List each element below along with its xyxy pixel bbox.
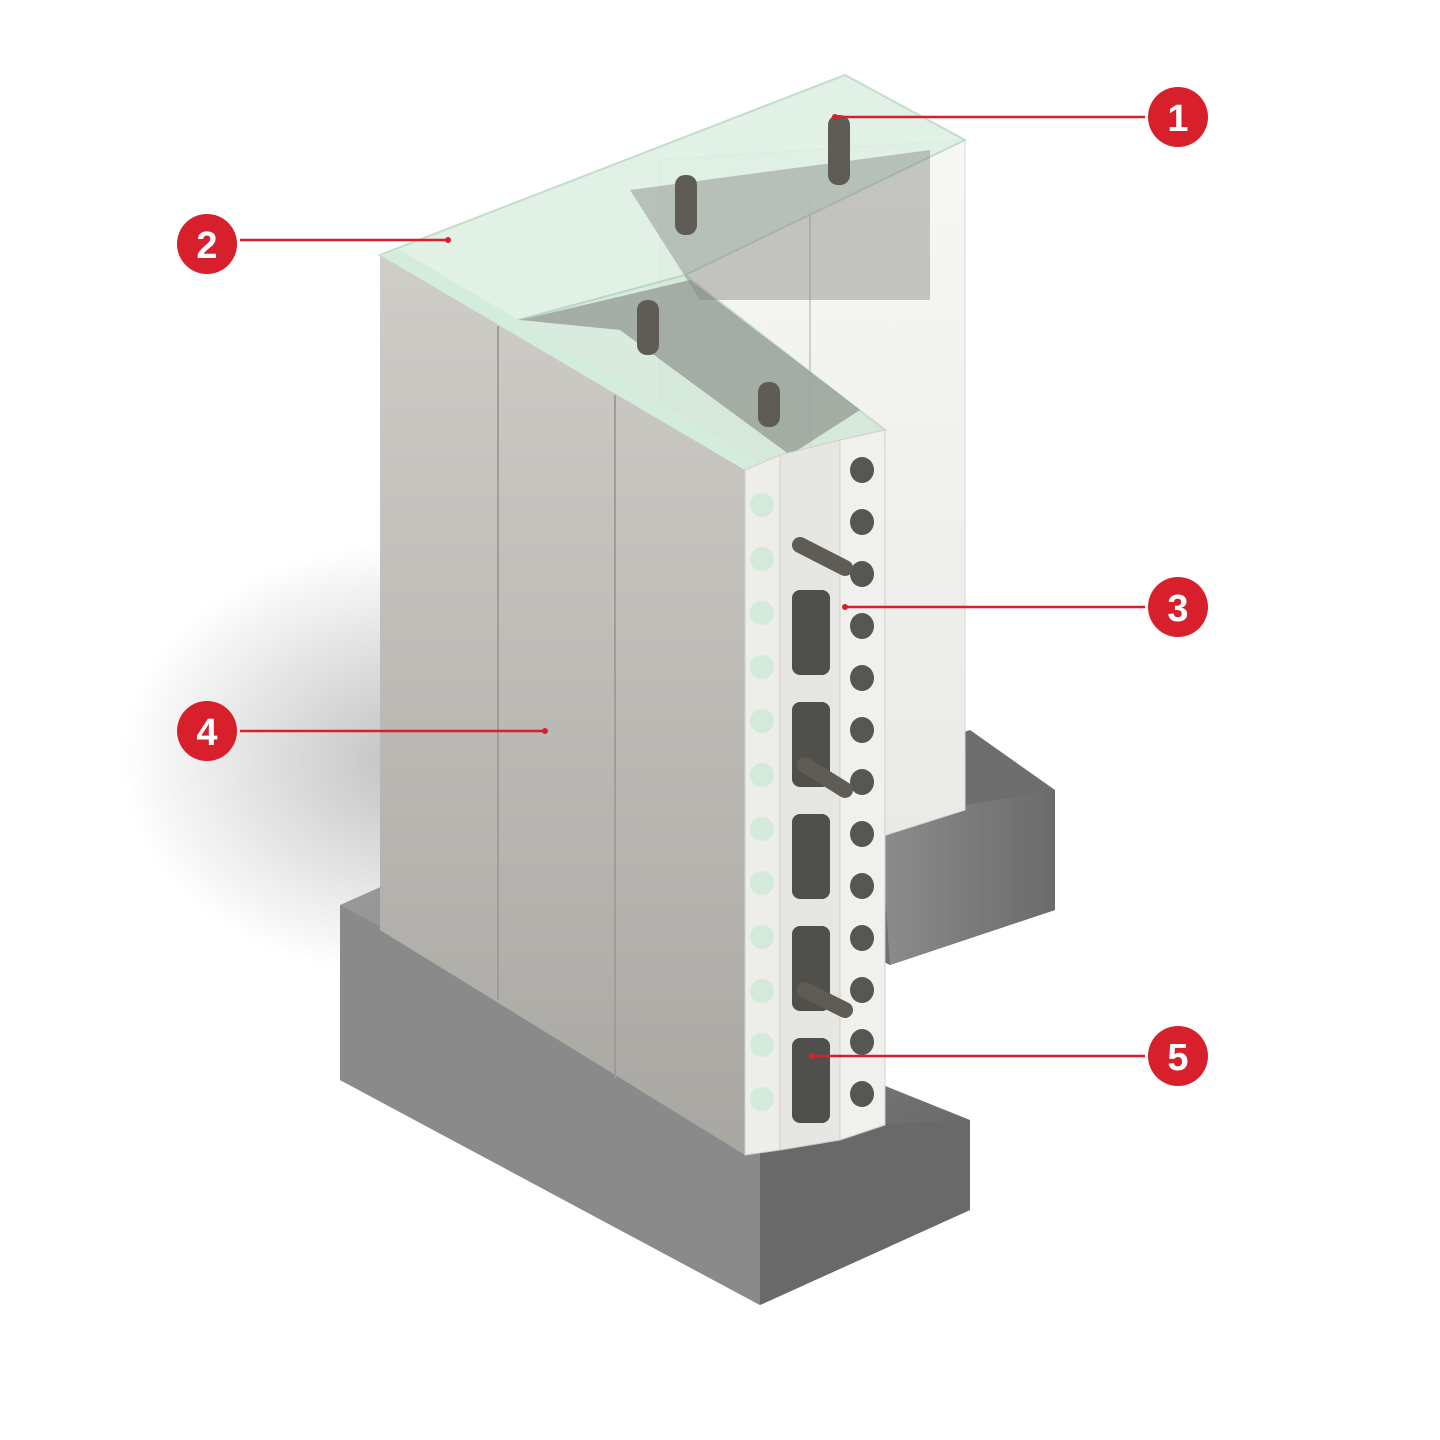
callout-3: 3 xyxy=(1148,577,1208,637)
edge-hole xyxy=(750,655,774,679)
edge-hole xyxy=(750,1033,774,1057)
web-cutout xyxy=(792,590,830,675)
edge-hole xyxy=(750,925,774,949)
edge-holes xyxy=(750,493,774,1111)
callout-2: 2 xyxy=(177,214,237,274)
horizontal-rebar-ties xyxy=(792,537,853,1018)
stud-hole xyxy=(850,821,874,847)
web-cutout xyxy=(792,814,830,899)
stud-hole xyxy=(850,509,874,535)
stud-hole xyxy=(850,873,874,899)
edge-hole xyxy=(750,493,774,517)
stud-hole xyxy=(850,1081,874,1107)
edge-hole xyxy=(750,817,774,841)
stud-hole xyxy=(850,457,874,483)
callout-5-label: 5 xyxy=(1167,1037,1188,1079)
callout-3-label: 3 xyxy=(1167,588,1188,630)
edge-hole xyxy=(750,979,774,1003)
web-cutout xyxy=(792,1038,830,1123)
edge-hole xyxy=(750,709,774,733)
edge-hole xyxy=(750,547,774,571)
stud-hole xyxy=(850,769,874,795)
callout-5: 5 xyxy=(1148,1026,1208,1086)
callout-1: 1 xyxy=(1148,87,1208,147)
stud-hole xyxy=(850,561,874,587)
callout-4: 4 xyxy=(177,701,237,761)
edge-hole xyxy=(750,871,774,895)
stud-hole xyxy=(850,613,874,639)
callout-4-label: 4 xyxy=(196,712,217,754)
stud-hole xyxy=(850,665,874,691)
callout-1-label: 1 xyxy=(1167,98,1188,140)
callout-leaders xyxy=(240,114,1145,1059)
stud-hole xyxy=(850,925,874,951)
stud-hole xyxy=(850,977,874,1003)
edge-hole xyxy=(750,1087,774,1111)
stud-hole xyxy=(850,1029,874,1055)
web-cutouts xyxy=(792,590,830,1123)
stud-hole xyxy=(850,717,874,743)
stud-holes xyxy=(850,457,874,1107)
edge-hole xyxy=(750,763,774,787)
callout-2-label: 2 xyxy=(196,225,217,267)
edge-hole xyxy=(750,601,774,625)
front-wall-panels xyxy=(380,250,760,1155)
rebar-tops xyxy=(637,115,850,427)
